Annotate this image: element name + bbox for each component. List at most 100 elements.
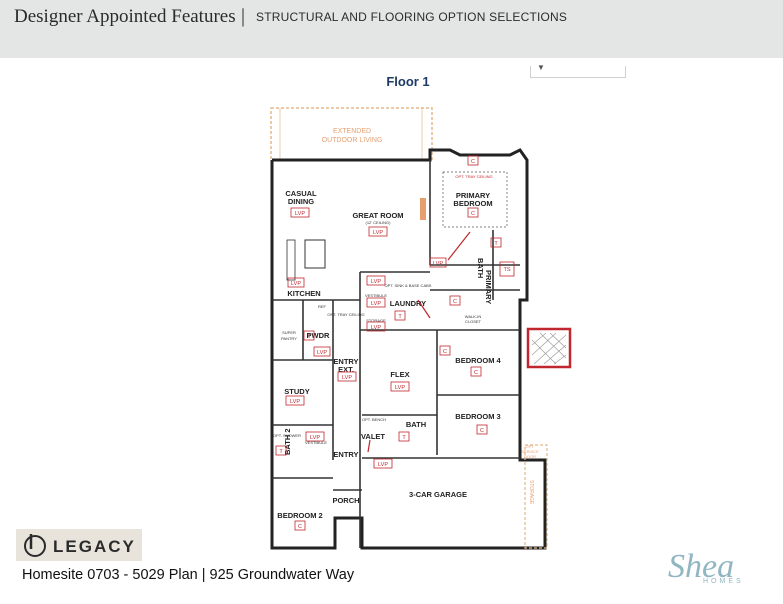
room-entry: ENTRY (333, 450, 358, 459)
tag-box-closet (449, 295, 461, 306)
tag-t-bath-right: T (402, 435, 406, 441)
tag-c-bed2: C (298, 524, 302, 530)
tag-box-entry (373, 458, 393, 469)
tag-box-entry-ext (337, 371, 357, 382)
tag-box-kitchen (287, 277, 305, 288)
opt-sink-label: OPT. SINK & BASE CABS (385, 283, 432, 288)
outdoor-posts (279, 108, 423, 160)
tag-box-pwdr (313, 346, 331, 357)
tag-box-dining (290, 207, 310, 218)
tag-box-pwdr-t (303, 330, 315, 341)
super-pantry-2: PANTRY (281, 336, 297, 341)
tag-t-bath2: T (279, 449, 283, 455)
room-pwdr: PWDR (307, 331, 330, 340)
tag-box-bed2 (294, 520, 306, 531)
tag-c-primary-1: C (471, 159, 475, 165)
room-primary-bedroom-2: BEDROOM (453, 199, 492, 208)
room-flex: FLEX (390, 370, 409, 379)
opt-tray-ceiling-label: OPT. TRAY CEILING (455, 174, 492, 179)
walk-in-closet-2: CLOSET (465, 319, 482, 324)
room-valet: VALET (361, 432, 385, 441)
tag-box-bed4-c2 (470, 366, 482, 377)
room-bath-right: BATH (406, 420, 426, 429)
option-arrows (367, 231, 471, 453)
tag-box-vestibule2 (305, 431, 325, 442)
room-garage: 3-CAR GARAGE (409, 490, 467, 499)
tile-pattern (531, 332, 567, 365)
tag-box-bed4-c1 (439, 345, 451, 356)
room-great-room: GREAT ROOM (352, 211, 403, 220)
tag-lvp-storage: LVP (371, 325, 381, 331)
tag-lvp-vestibule2: LVP (310, 435, 320, 441)
floor-dropdown[interactable]: ▼ (530, 63, 626, 78)
room-kitchen: KITCHEN (287, 289, 320, 298)
tag-box-laundry-t (394, 310, 406, 321)
vestibule-label: VESTIBULE (365, 293, 387, 298)
tag-box-primary-c2 (467, 207, 479, 218)
tag-box-bath-ts (499, 261, 515, 277)
header-bar: Designer Appointed Features | STRUCTURAL… (0, 0, 783, 58)
header-divider: | (241, 5, 246, 27)
legacy-mark-icon (24, 534, 46, 557)
room-primary-bath-2: BATH (476, 258, 485, 278)
tag-box-bath-t (490, 237, 502, 248)
homesite-info: Homesite 0703 - 5029 Plan | 925 Groundwa… (22, 567, 355, 583)
chevron-down-icon: ▼ (537, 63, 545, 72)
tag-box-study (285, 395, 305, 406)
walk-in-closet-1: WALK-IN (465, 314, 482, 319)
header-title: Designer Appointed Features (14, 6, 236, 27)
tag-lvp-entry-ext: LVP (342, 375, 352, 381)
outdoor-label-2: OUTDOOR LIVING (322, 137, 383, 144)
tag-lvp-laundry: LVP (371, 301, 381, 307)
tag-lvp-hall: LVP (433, 261, 443, 267)
storage-outline (524, 444, 548, 549)
room-entry-ext-1: ENTRY (333, 357, 358, 366)
interior-walls (272, 160, 520, 548)
tag-box-bed3 (476, 424, 488, 435)
tag-lvp-dining: LVP (295, 211, 305, 217)
room-casual-dining-1: CASUAL (285, 189, 317, 198)
room-bedroom2: BEDROOM 2 (277, 511, 322, 520)
opt-tray-small-label: OPT. TRAY CEILING (327, 312, 364, 317)
floor-title: Floor 1 (386, 74, 430, 89)
opt-service-door-1: OPT. (526, 444, 535, 449)
room-bedroom3: BEDROOM 3 (455, 412, 500, 421)
tag-t-bath: T (494, 241, 498, 247)
room-bath2: BATH 2 (283, 428, 292, 455)
tag-lvp-great: LVP (373, 230, 383, 236)
opt-service-door-2: SERVICE (521, 449, 539, 454)
storage-label: STORAGE (366, 318, 386, 323)
tag-box-great (368, 226, 388, 237)
tag-box-vestibule (366, 275, 386, 286)
opt-shower-label: OPT. SHOWER (273, 433, 301, 438)
opt-service-door-3: DOOR (524, 454, 536, 459)
tag-lvp-study: LVP (290, 399, 300, 405)
kitchen-island (304, 239, 326, 269)
tag-c-bed4-1: C (443, 349, 447, 355)
tag-box-storage (366, 321, 386, 332)
tag-lvp-pwdr: LVP (317, 350, 327, 356)
tag-c-bed4-2: C (474, 370, 478, 376)
tag-lvp-flex: LVP (395, 385, 405, 391)
tray-ceiling-outline (442, 171, 508, 228)
vestibule2-label: VESTIBULE (305, 440, 327, 445)
tag-c-bed3: C (480, 428, 484, 434)
tag-t-pwdr: T (307, 334, 311, 340)
tile-detail-box (526, 327, 572, 369)
tag-box-primary-c1 (467, 155, 479, 166)
room-casual-dining-2: DINING (288, 197, 314, 206)
opt-bench-label: OPT. BENCH (362, 417, 386, 422)
header-subtitle: STRUCTURAL AND FLOORING OPTION SELECTION… (256, 10, 568, 24)
tag-ts-bath: TS (503, 267, 510, 273)
room-primary-bedroom-1: PRIMARY (456, 191, 490, 200)
kitchen-counter (286, 239, 296, 281)
tag-lvp-entry: LVP (378, 462, 388, 468)
room-entry-ext-2: EXT. (338, 365, 354, 374)
storage-side-label: STORAGE (528, 480, 534, 505)
tag-lvp-vestibule: LVP (371, 279, 381, 285)
room-bedroom4: BEDROOM 4 (455, 356, 501, 365)
room-study: STUDY (284, 387, 309, 396)
room-porch: PORCH (332, 496, 359, 505)
tag-box-bath2 (275, 445, 287, 456)
